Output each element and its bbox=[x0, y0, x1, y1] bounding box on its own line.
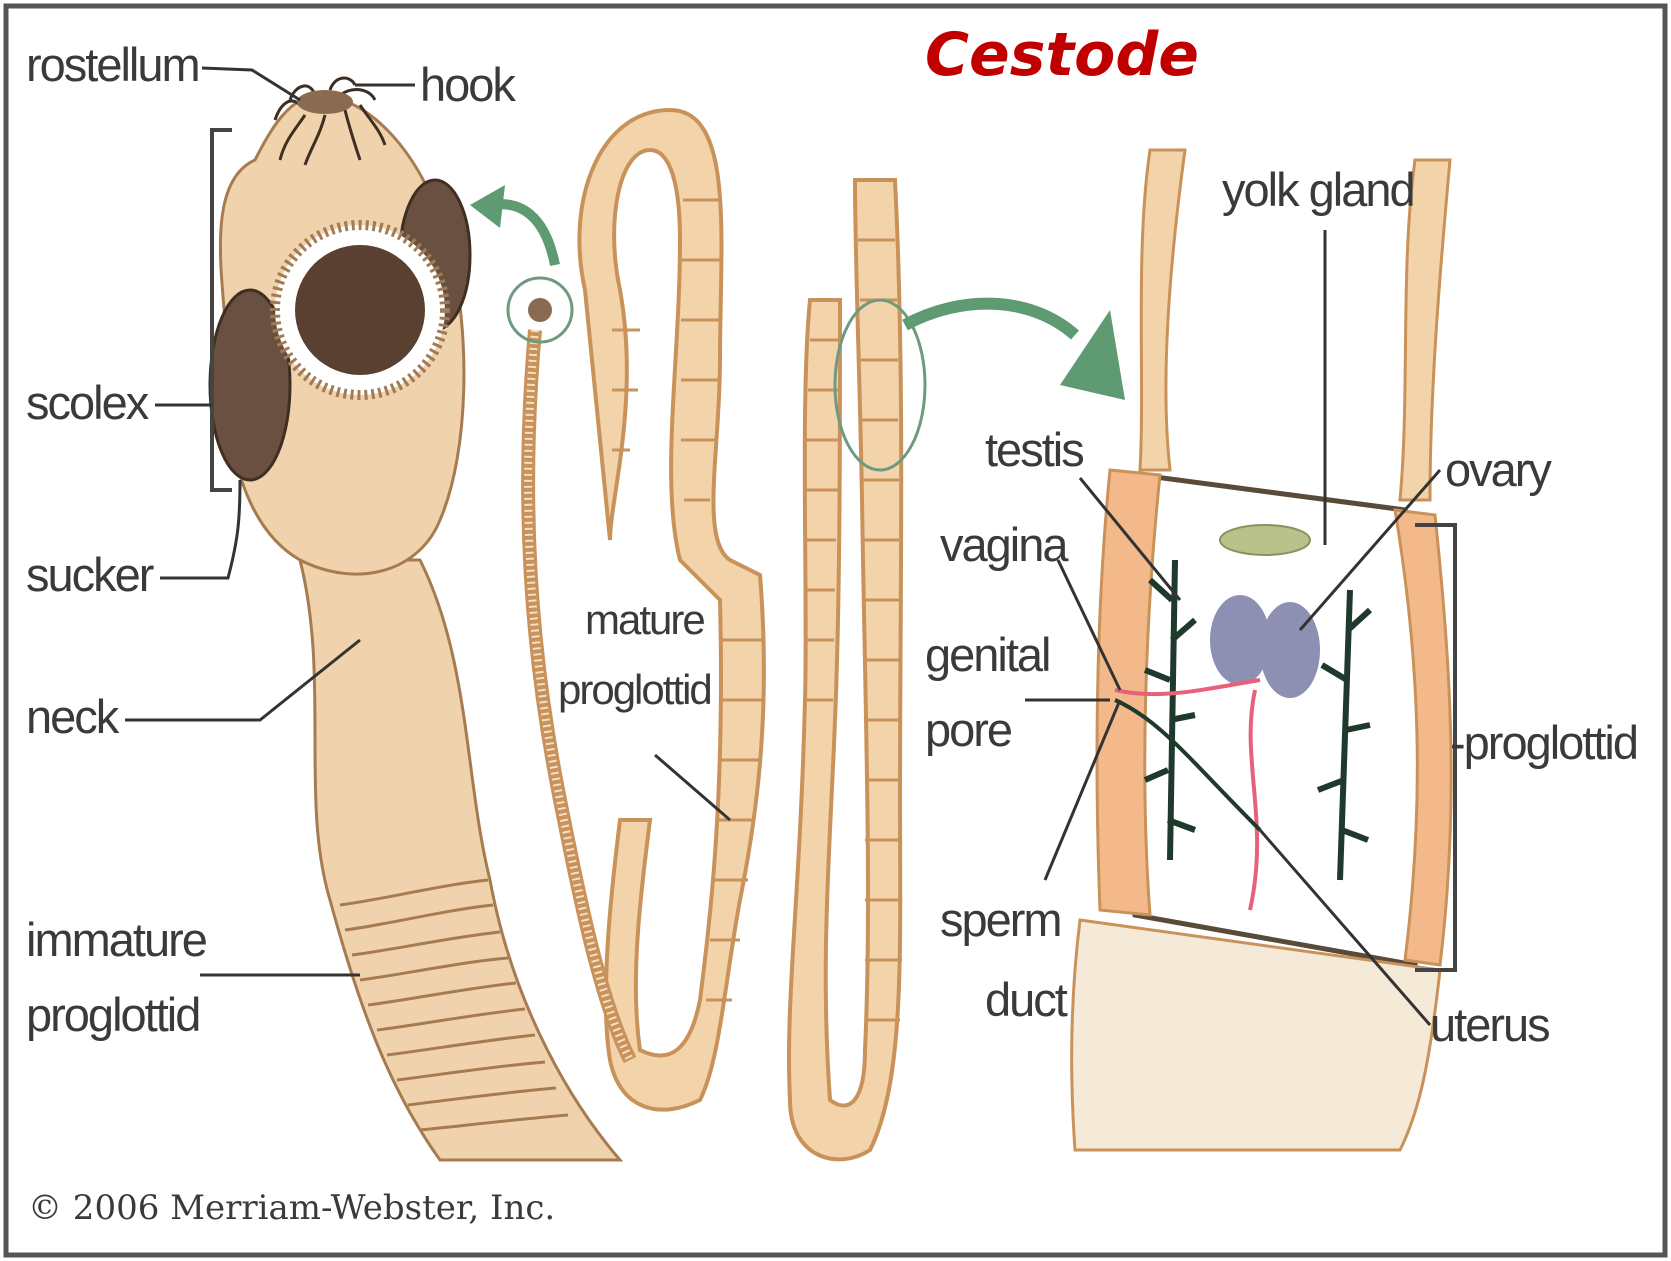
label-testis: testis bbox=[985, 425, 1083, 474]
label-immature-proglottid-line1: immature bbox=[26, 915, 206, 964]
label-vagina: vagina bbox=[940, 520, 1067, 569]
diagram-title: Cestode bbox=[925, 20, 1199, 90]
label-proglottid: -proglottid bbox=[1450, 718, 1637, 767]
label-sperm-duct-line2: duct bbox=[985, 975, 1066, 1024]
label-sperm-duct-line1: sperm bbox=[940, 895, 1061, 944]
label-genital-pore-line2: pore bbox=[925, 705, 1011, 754]
copyright-notice: © 2006 Merriam-Webster, Inc. bbox=[28, 1188, 555, 1228]
sucker-front bbox=[295, 245, 425, 375]
scolex-mini bbox=[528, 298, 552, 322]
label-immature-proglottid-line2: proglottid bbox=[26, 990, 199, 1039]
yolk-gland bbox=[1220, 525, 1310, 555]
label-mature-proglottid-line1: mature bbox=[585, 598, 704, 642]
label-neck: neck bbox=[26, 692, 117, 741]
label-genital-pore-line1: genital bbox=[925, 630, 1050, 679]
rostellum bbox=[297, 90, 353, 114]
label-ovary: ovary bbox=[1445, 445, 1550, 494]
label-mature-proglottid-line2: proglottid bbox=[558, 668, 711, 712]
label-uterus: uterus bbox=[1430, 1000, 1549, 1049]
label-rostellum: rostellum bbox=[26, 40, 199, 89]
label-sucker: sucker bbox=[26, 550, 152, 599]
label-yolk-gland: yolk gland bbox=[1222, 165, 1414, 214]
label-scolex: scolex bbox=[26, 378, 147, 427]
label-hook: hook bbox=[420, 60, 514, 109]
